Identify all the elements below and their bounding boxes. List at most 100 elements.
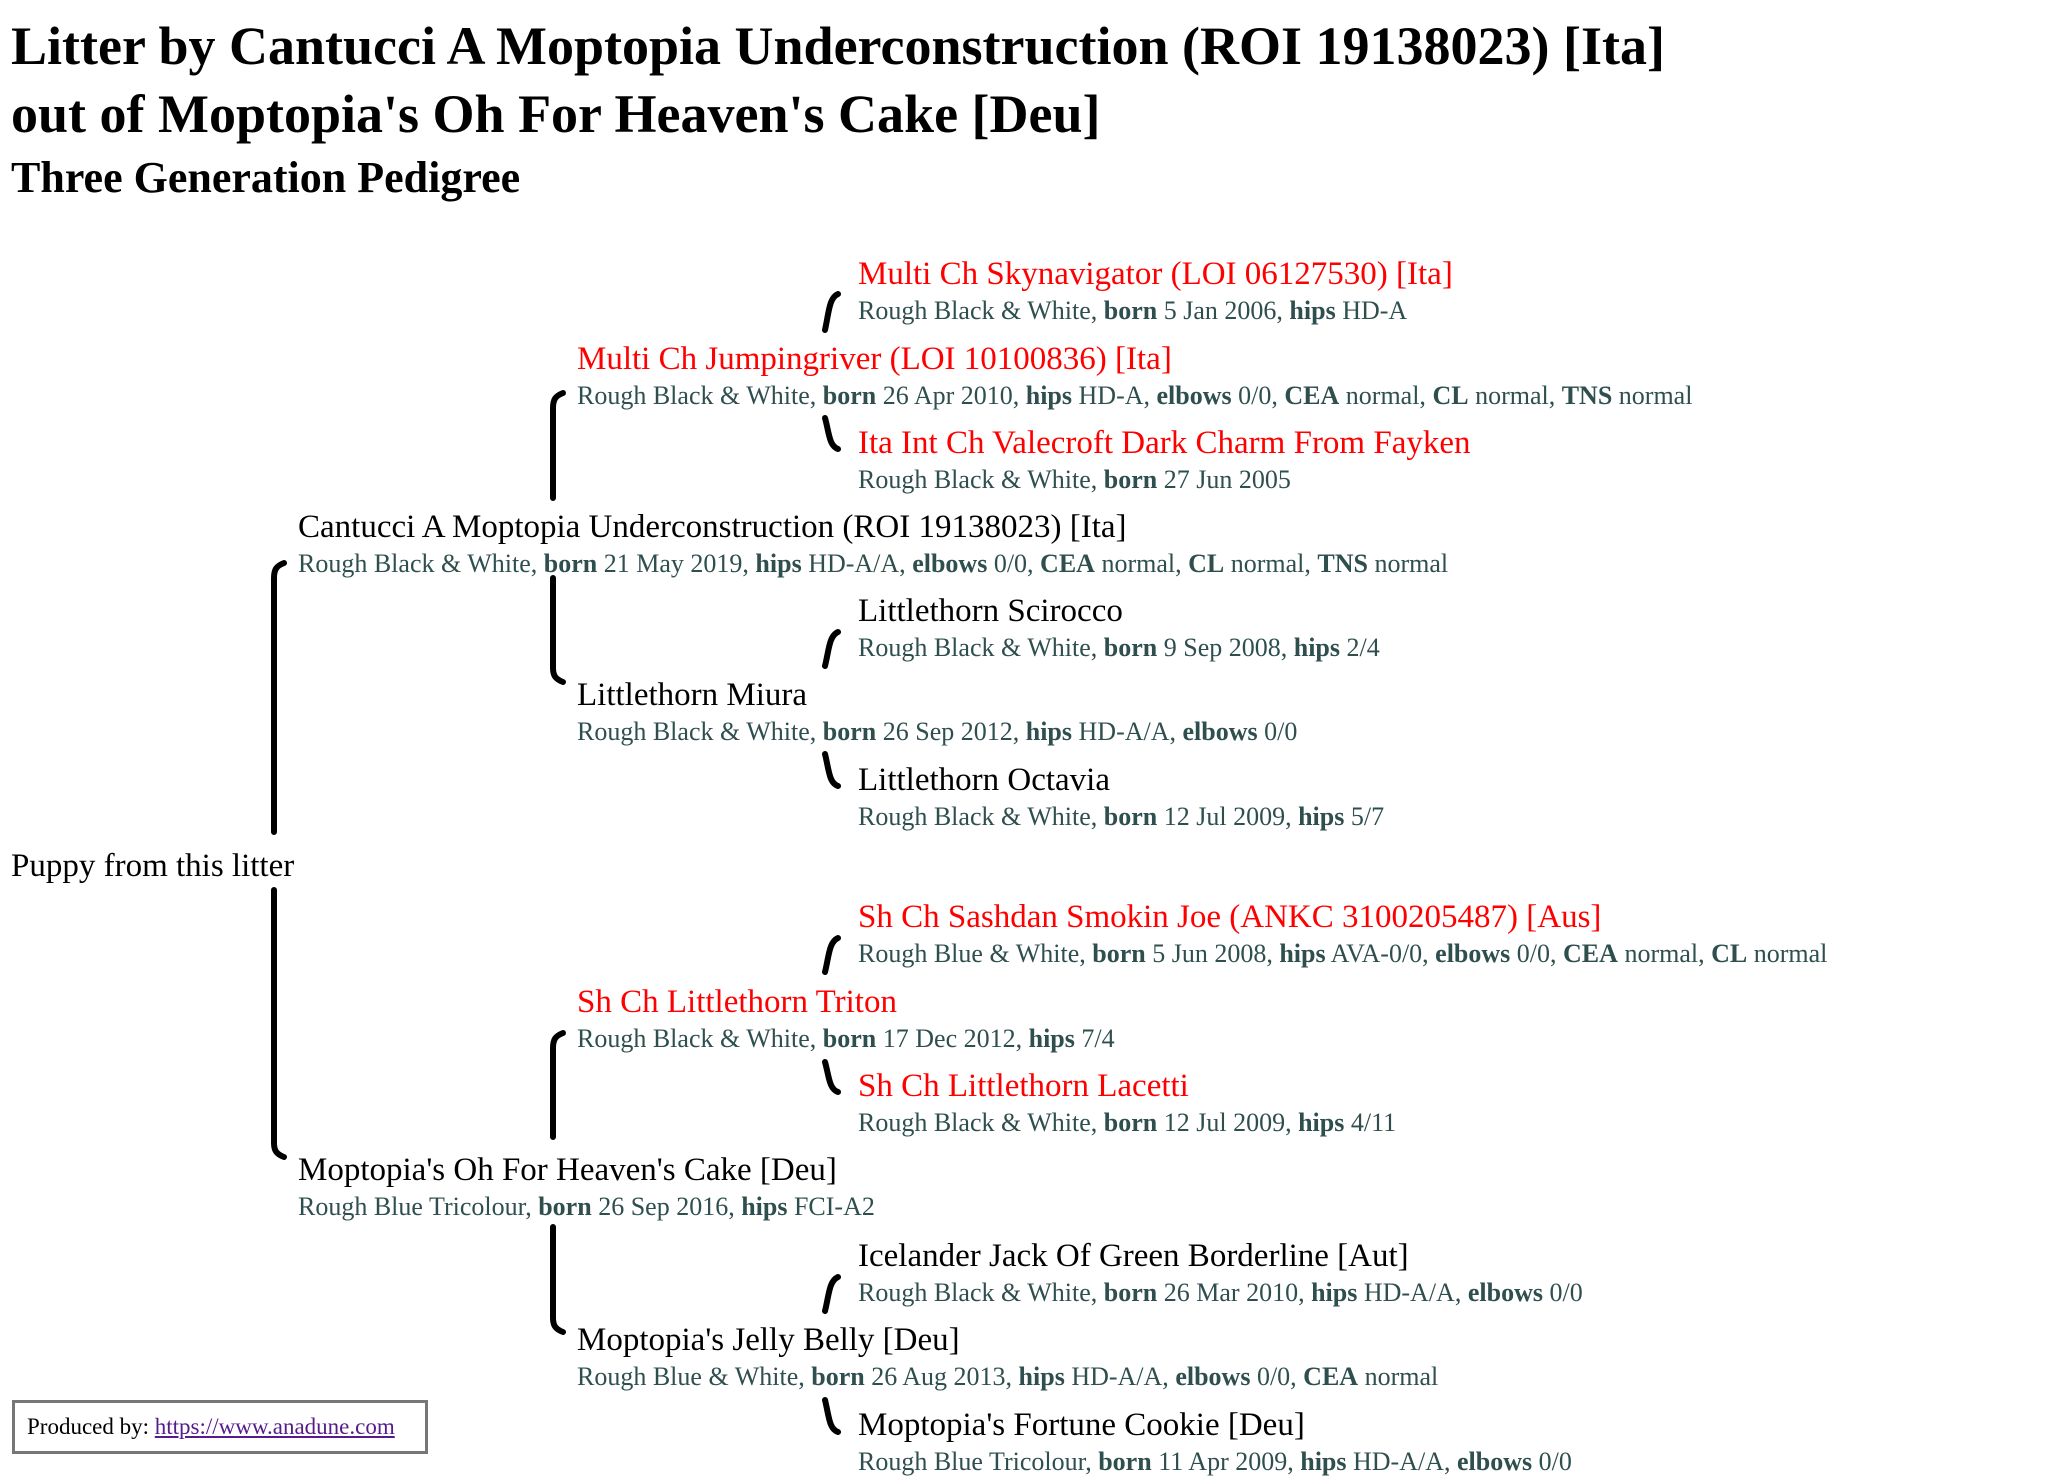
info-field-value: 27 Jun 2005: [1157, 465, 1291, 494]
bracket-dd-dam: [822, 1397, 841, 1435]
info-field-label: hips: [1028, 1024, 1075, 1053]
info-field-label: born: [1103, 633, 1158, 662]
info-field-label: born: [822, 1024, 877, 1053]
info-field-label: born: [1103, 1278, 1158, 1307]
dog-name[interactable]: Sh Ch Littlethorn Triton: [577, 984, 897, 1020]
info-field-label: elbows: [1156, 381, 1232, 410]
info-field-label: CEA: [1040, 549, 1095, 578]
dog-name: Puppy from this litter: [11, 848, 295, 884]
sire-dam-entry: Littlethorn Miura Rough Black & White, b…: [577, 675, 1297, 749]
sire-sire-sire-entry: Multi Ch Skynavigator (LOI 06127530) [It…: [858, 254, 1453, 328]
dog-info: Rough Blue Tricolour, born 11 Apr 2009, …: [858, 1445, 1572, 1479]
info-field-label: TNS: [1317, 549, 1368, 578]
dog-name[interactable]: Moptopia's Fortune Cookie [Deu]: [858, 1407, 1305, 1443]
bracket-dam-dam: [550, 1224, 566, 1335]
info-field-value: normal: [1612, 381, 1693, 410]
dog-name[interactable]: Sh Ch Littlethorn Lacetti: [858, 1068, 1189, 1104]
info-field-value: 26 Apr 2010,: [876, 381, 1026, 410]
info-field-value: Rough Blue Tricolour,: [298, 1192, 539, 1221]
info-field-value: normal,: [1617, 939, 1712, 968]
dog-name[interactable]: Sh Ch Sashdan Smokin Joe (ANKC 310020548…: [858, 899, 1602, 935]
sire-dam-sire-entry: Littlethorn Scirocco Rough Black & White…: [858, 591, 1380, 665]
dog-name[interactable]: Littlethorn Octavia: [858, 762, 1110, 798]
info-field-value: 5 Jun 2008,: [1145, 939, 1280, 968]
info-field-value: Rough Black & White,: [577, 717, 823, 746]
info-field-label: hips: [755, 549, 802, 578]
info-field-label: hips: [1025, 717, 1073, 746]
info-field-value: Rough Blue Tricolour,: [858, 1447, 1099, 1476]
info-field-label: CL: [1432, 381, 1469, 410]
info-field-label: CL: [1188, 549, 1225, 578]
info-field-value: 21 May 2019,: [597, 549, 756, 578]
bracket-sd-dam: [822, 751, 841, 789]
dog-info: Rough Black & White, born 27 Jun 2005: [858, 463, 1471, 497]
info-field-label: CEA: [1284, 381, 1340, 410]
info-field-label: born: [1103, 1108, 1158, 1137]
dog-name[interactable]: Moptopia's Oh For Heaven's Cake [Deu]: [298, 1152, 837, 1188]
info-field-label: born: [538, 1192, 592, 1221]
info-field-label: TNS: [1561, 381, 1613, 410]
info-field-value: Rough Black & White,: [858, 296, 1104, 325]
dog-name[interactable]: Multi Ch Skynavigator (LOI 06127530) [It…: [858, 256, 1453, 292]
info-field-value: Rough Black & White,: [858, 1278, 1104, 1307]
sire-entry: Cantucci A Moptopia Underconstruction (R…: [298, 507, 1448, 581]
info-field-label: born: [822, 717, 877, 746]
dog-name[interactable]: Cantucci A Moptopia Underconstruction (R…: [298, 509, 1127, 545]
info-field-label: hips: [1293, 633, 1341, 662]
info-field-value: 26 Aug 2013,: [864, 1362, 1019, 1391]
info-field-value: 0/0,: [987, 549, 1041, 578]
info-field-value: 0/0,: [1231, 381, 1285, 410]
info-field-label: hips: [1311, 1278, 1358, 1307]
info-field-label: born: [822, 381, 877, 410]
info-field-value: 9 Sep 2008,: [1157, 633, 1294, 662]
info-field-label: elbows: [1467, 1278, 1543, 1307]
dog-info: Rough Black & White, born 5 Jan 2006, hi…: [858, 294, 1453, 328]
dog-name[interactable]: Littlethorn Scirocco: [858, 593, 1123, 629]
info-field-label: born: [811, 1362, 865, 1391]
bracket-ds-dam: [822, 1059, 841, 1095]
bracket-ss-dam: [822, 415, 841, 452]
info-field-label: elbows: [1435, 939, 1511, 968]
bracket-puppy-dam: [271, 887, 287, 1160]
info-field-value: Rough Black & White,: [858, 465, 1104, 494]
info-field-value: Rough Black & White,: [858, 1108, 1104, 1137]
produced-by-label: Produced by:: [27, 1414, 155, 1439]
info-field-value: 0/0: [1257, 717, 1298, 746]
dog-name[interactable]: Ita Int Ch Valecroft Dark Charm From Fay…: [858, 425, 1471, 461]
dog-info: Rough Blue Tricolour, born 26 Sep 2016, …: [298, 1190, 875, 1224]
info-field-value: normal,: [1339, 381, 1433, 410]
info-field-label: born: [543, 549, 598, 578]
dog-name[interactable]: Multi Ch Jumpingriver (LOI 10100836) [It…: [577, 341, 1172, 377]
title-line-1: Litter by Cantucci A Moptopia Underconst…: [11, 16, 1665, 76]
info-field-value: 0/0,: [1250, 1362, 1304, 1391]
dog-info: Rough Black & White, born 26 Sep 2012, h…: [577, 715, 1297, 749]
dog-name[interactable]: Littlethorn Miura: [577, 677, 808, 713]
info-field-value: FCI-A2: [787, 1192, 875, 1221]
dog-info: Rough Black & White, born 21 May 2019, h…: [298, 547, 1448, 581]
info-field-value: normal: [1358, 1362, 1439, 1391]
bracket-dam-sire: [550, 1030, 566, 1140]
info-field-value: 26 Sep 2012,: [876, 717, 1026, 746]
info-field-value: AVA-0/0,: [1325, 939, 1436, 968]
info-field-label: elbows: [1175, 1362, 1251, 1391]
bracket-sd-sire: [822, 629, 841, 669]
dam-sire-entry: Sh Ch Littlethorn Triton Rough Black & W…: [577, 982, 1115, 1056]
page-subtitle: Three Generation Pedigree: [11, 153, 521, 202]
info-field-value: 12 Jul 2009,: [1157, 802, 1299, 831]
dam-sire-sire-entry: Sh Ch Sashdan Smokin Joe (ANKC 310020548…: [858, 897, 1827, 971]
info-field-label: born: [1103, 296, 1158, 325]
info-field-value: 0/0,: [1510, 939, 1564, 968]
info-field-value: HD-A/A,: [1357, 1278, 1468, 1307]
info-field-label: born: [1103, 465, 1158, 494]
info-field-value: normal,: [1224, 549, 1318, 578]
info-field-value: Rough Black & White,: [858, 633, 1104, 662]
produced-by-link[interactable]: https://www.anadune.com: [154, 1414, 395, 1439]
page-title: Litter by Cantucci A Moptopia Underconst…: [11, 12, 1665, 148]
dog-name[interactable]: Moptopia's Jelly Belly [Deu]: [577, 1322, 960, 1358]
dam-entry: Moptopia's Oh For Heaven's Cake [Deu] Ro…: [298, 1150, 875, 1224]
produced-by-box: Produced by: https://www.anadune.com: [12, 1400, 428, 1454]
dam-dam-dam-entry: Moptopia's Fortune Cookie [Deu] Rough Bl…: [858, 1405, 1572, 1479]
puppy-entry: Puppy from this litter: [11, 846, 294, 886]
dog-name[interactable]: Icelander Jack Of Green Borderline [Aut]: [858, 1238, 1409, 1274]
